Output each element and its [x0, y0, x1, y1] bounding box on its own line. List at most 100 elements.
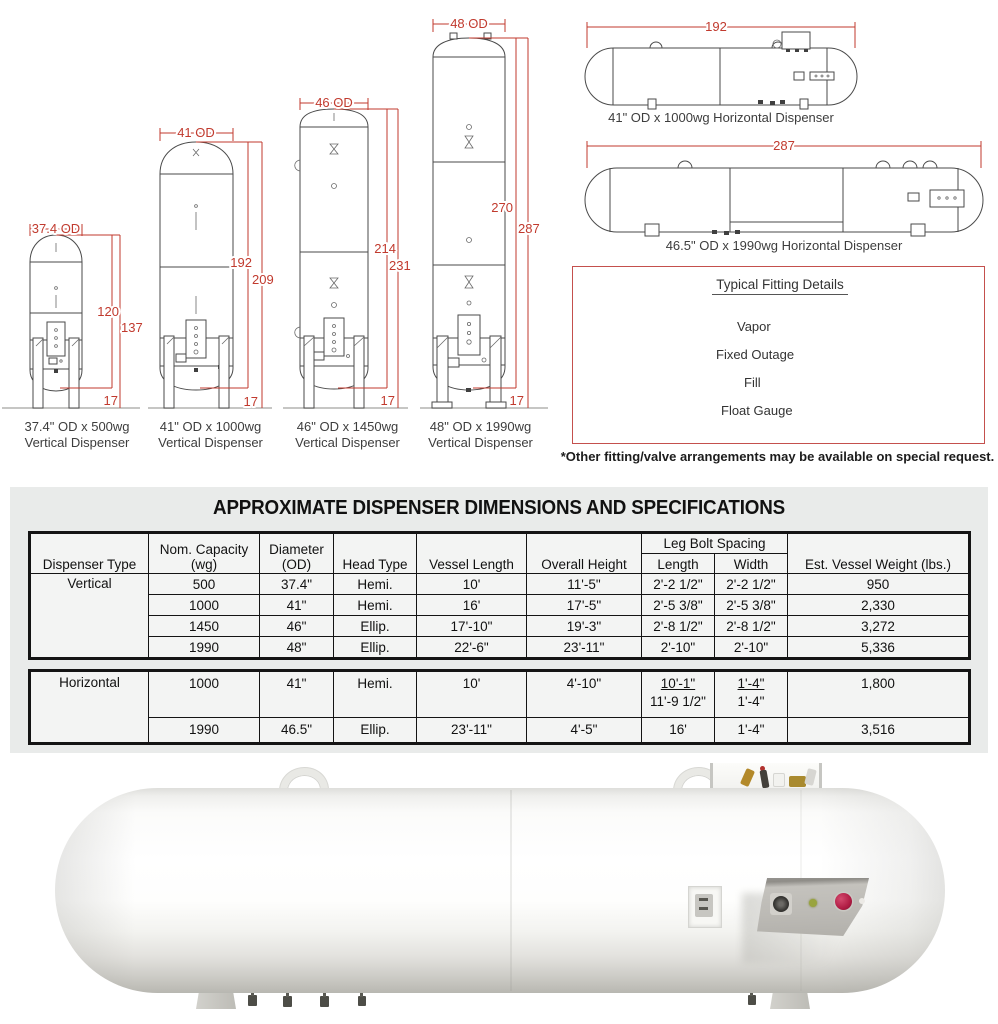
cell-bolt-width: 1'-4": [714, 717, 788, 744]
cell-diameter: 41": [259, 594, 334, 616]
brass-valve-icon: [739, 767, 756, 788]
fitting-slot: [699, 907, 708, 910]
caption-vertical-1990wg: 48" OD x 1990wg Vertical Dispenser: [403, 419, 558, 452]
header-bolt-length: Length: [641, 553, 715, 574]
horizontal-dispenser-photo: [0, 755, 998, 1024]
cell-bolt-length: 2'-5 3/8": [641, 594, 715, 616]
cell-vessel-length: 17'-10": [416, 615, 527, 637]
length-dim-h1000wg: 192: [705, 19, 727, 34]
header-diameter: Diameter (OD): [259, 532, 334, 574]
cell-vessel-length: 10': [416, 573, 527, 595]
cell-weight: 3,516: [787, 717, 970, 744]
green-indicator-icon: [809, 899, 817, 907]
cell-vessel-length: 16': [416, 594, 527, 616]
cell-overall-height: 19'-3": [526, 615, 642, 637]
cell-head: Hemi.: [333, 594, 417, 616]
header-line: Nom. Capacity: [159, 542, 249, 557]
label-vapor: Vapor: [737, 319, 771, 334]
cell-head: Ellip.: [333, 615, 417, 637]
table-row: Horizontal 1000 41" Hemi. 10' 4'-10" 10'…: [29, 670, 970, 744]
brass-block-icon: [789, 776, 806, 787]
gauge-dial-icon: [773, 896, 789, 912]
drain-fitting: [283, 990, 292, 1007]
header-dispenser-type: Dispenser Type: [29, 532, 149, 574]
caption-line: 37.4" OD x 500wg: [24, 419, 130, 434]
weld-seam: [510, 790, 512, 991]
header-est-vessel-weight: Est. Vessel Weight (lbs.): [787, 532, 971, 574]
cell-capacity: 1000: [148, 594, 260, 616]
caption-vertical-1450wg: 46" OD x 1450wg Vertical Dispenser: [270, 419, 425, 452]
bolt-width-option-b: 1'-4": [737, 693, 765, 709]
overall-dim-1450wg: 231: [389, 258, 411, 273]
header-bolt-width: Width: [713, 553, 789, 574]
table-row: 1990 48" Ellip. 22'-6" 23'-11" 2'-10" 2'…: [30, 636, 971, 659]
leg-dim-1450wg: 17: [381, 393, 395, 408]
small-fitting-icon: [859, 898, 865, 904]
overall-dim-1000wg: 209: [252, 272, 274, 287]
cell-diameter: 46": [259, 615, 334, 637]
vertical-dispenser-1000wg-drawing: 41 OD 192 209 17: [159, 123, 276, 411]
cell-overall-height: 23'-11": [526, 636, 642, 659]
cell-bolt-width: 2'-10": [713, 636, 789, 659]
height-dim-1990wg: 270: [491, 200, 513, 215]
cell-capacity: 1000: [148, 670, 260, 718]
header-line: (wg): [190, 557, 218, 572]
side-fitting-plate: [688, 886, 722, 928]
cell-weight: 3,272: [787, 615, 971, 637]
cell-diameter: 46.5": [259, 717, 334, 744]
od-dim-500wg: 37.4 OD: [32, 221, 80, 236]
red-valve-icon: [835, 893, 852, 910]
cell-diameter: 48": [259, 636, 334, 659]
table-row: 1450 46" Ellip. 17'-10" 19'-3" 2'-8 1/2"…: [30, 615, 971, 637]
cell-vessel-length: 23'-11": [416, 717, 527, 744]
caption-vertical-1000wg: 41" OD x 1000wg Vertical Dispenser: [133, 419, 288, 452]
length-dim-h1990wg: 287: [773, 138, 795, 153]
horizontal-dispenser-1990wg-drawing: 287: [584, 136, 984, 237]
header-head-type: Head Type: [333, 532, 417, 574]
cell-bolt-length: 10'-1" 11'-9 1/2": [641, 670, 715, 718]
cell-bolt-width: 2'-5 3/8": [713, 594, 789, 616]
vertical-spec-table: Dispenser Type Nom. Capacity (wg) Diamet…: [28, 531, 972, 660]
leg-dim-1000wg: 17: [244, 394, 258, 409]
bolt-length-option-a: 10'-1": [660, 676, 696, 691]
gauge-bezel: [770, 893, 792, 915]
red-cap-icon: [760, 766, 765, 771]
od-dim-1990wg: 48 OD: [450, 16, 488, 31]
caption-horizontal-1000wg: 41" OD x 1000wg Horizontal Dispenser: [608, 110, 834, 125]
fitting-details-title: Typical Fitting Details: [692, 277, 868, 295]
drain-fitting: [358, 990, 366, 1006]
table-row: 1990 46.5" Ellip. 23'-11" 4'-5" 16' 1'-4…: [30, 717, 970, 744]
fittings-footnote: *Other fitting/valve arrangements may be…: [560, 449, 995, 464]
overall-dim-500wg: 137: [121, 320, 143, 335]
cell-head: Ellip.: [333, 636, 417, 659]
cell-vessel-length: 22'-6": [416, 636, 527, 659]
white-fitting-icon: [773, 773, 785, 787]
header-leg-bolt-spacing: Leg Bolt Spacing: [640, 532, 789, 554]
cell-capacity: 500: [148, 573, 260, 595]
cell-capacity: 1990: [148, 717, 260, 744]
drain-fitting: [248, 989, 257, 1006]
caption-line: 41" OD x 1000wg: [159, 419, 262, 434]
cell-vessel-length: 10': [416, 670, 527, 718]
cell-type: Vertical: [29, 573, 149, 659]
header-line: Diameter: [269, 542, 324, 557]
caption-vertical-500wg: 37.4" OD x 500wg Vertical Dispenser: [2, 419, 152, 452]
cell-bolt-width: 1'-4" 1'-4": [714, 670, 788, 718]
horizontal-spec-table: Horizontal 1000 41" Hemi. 10' 4'-10" 10'…: [28, 669, 971, 745]
cell-type: Horizontal: [29, 670, 149, 744]
header-vessel-length: Vessel Length: [416, 532, 527, 574]
header-overall-height: Overall Height: [526, 532, 642, 574]
horizontal-dispenser-1000wg-drawing: 192: [584, 17, 858, 110]
cell-capacity: 1990: [148, 636, 260, 659]
vertical-dispenser-1450wg-drawing: 46 OD 214 231 17: [294, 93, 413, 410]
overall-dim-1990wg: 287: [518, 221, 540, 236]
header-line: (OD): [281, 557, 312, 572]
cell-diameter: 37.4": [259, 573, 334, 595]
header-nom-capacity: Nom. Capacity (wg): [148, 532, 260, 574]
cell-overall-height: 4'-10": [526, 670, 642, 718]
cell-head: Hemi.: [333, 670, 417, 718]
label-float-gauge: Float Gauge: [721, 403, 793, 418]
spec-table-title: APPROXIMATE DISPENSER DIMENSIONS AND SPE…: [213, 497, 785, 519]
cell-bolt-width: 2'-2 1/2": [713, 573, 789, 595]
